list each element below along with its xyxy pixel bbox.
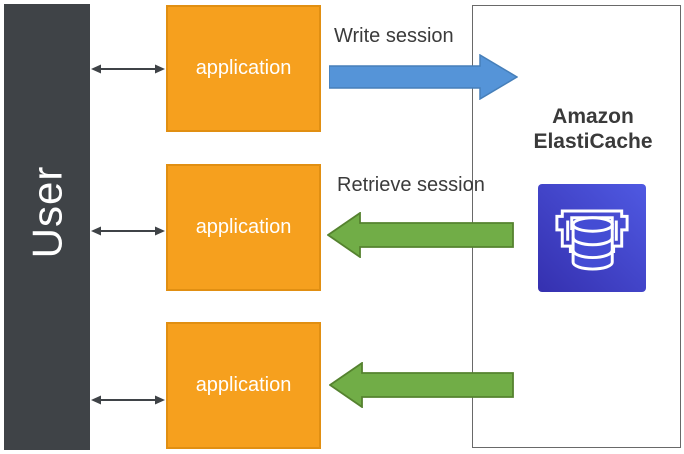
elasticache-icon <box>538 184 646 292</box>
write-session-arrow <box>329 54 518 100</box>
write-session-label: Write session <box>334 25 454 47</box>
user-bar: User <box>4 4 90 450</box>
application-box-1: application <box>166 5 321 132</box>
elasticache-title: Amazon ElastiCache <box>493 104 684 154</box>
retrieve-session-arrow-1 <box>327 212 514 258</box>
database-cylinder-glyph <box>571 216 614 271</box>
retrieve-session-arrow-2 <box>329 362 514 408</box>
application-box-3: application <box>166 322 321 449</box>
application-label: application <box>195 374 292 396</box>
application-label: application <box>195 57 292 79</box>
user-app-arrow-3 <box>91 395 165 405</box>
elasticache-title-line1: Amazon <box>552 105 634 128</box>
application-box-2: application <box>166 164 321 291</box>
application-label: application <box>195 216 292 238</box>
user-app-arrow-2 <box>91 226 165 236</box>
elasticache-title-line2: ElastiCache <box>533 130 653 153</box>
user-label: User <box>23 165 70 259</box>
user-app-arrow-1 <box>91 64 165 74</box>
retrieve-session-label: Retrieve session <box>337 174 485 196</box>
